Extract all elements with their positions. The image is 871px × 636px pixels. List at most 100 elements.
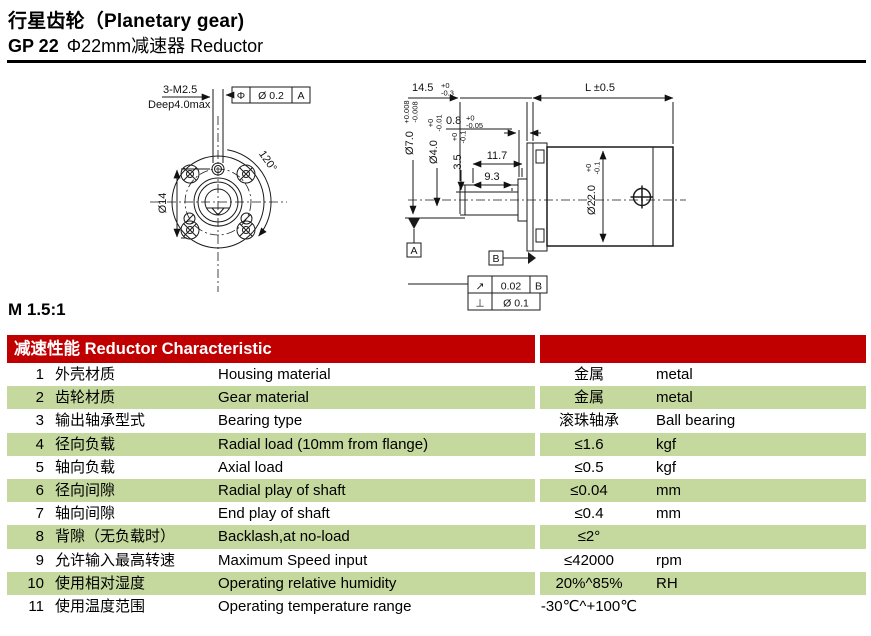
svg-text:-0.05: -0.05 [466,121,483,130]
spec-unit: RH [656,574,678,592]
output-shaft [204,188,232,216]
spec-name-zh: 背隙（无负载时） [55,528,176,546]
table-row: 3 输出轴承型式 Bearing type 滚珠轴承 Ball bearing [7,409,866,432]
front-length-dim: 14.5 [412,82,433,94]
bolt-circle-dia: Ø14 [157,193,169,214]
table-row: 6 径向间隙 Radial play of shaft ≤0.04 mm [7,478,866,503]
row-number: 11 [28,597,44,615]
subtitle-text: Φ22mm减速器 Reductor [66,36,264,56]
spec-value: ≤0.4 [574,505,604,523]
page-title: 行星齿轮（Planetary gear) [8,11,245,32]
page-subtitle: GP 22 Φ22mm减速器 Reductor [8,32,263,58]
row-number: 3 [35,412,44,430]
position-datum: A [297,90,304,102]
row-number: 9 [35,551,44,569]
thread-depth: Deep4.0max [148,99,211,111]
spec-table: 减速性能 Reductor Characteristic 1 外壳材质 Hous… [7,335,866,618]
svg-text:0.02: 0.02 [501,281,522,293]
spec-name-en: Maximum Speed input [218,551,368,569]
tapped-hole [240,212,253,225]
spec-unit: mm [656,481,681,499]
table-row: 9 允许输入最高转速 Maximum Speed input ≤42000 rp… [7,549,866,572]
spec-value: -30℃^+100℃ [540,597,638,615]
perpendicularity-symbol-icon: ⊥ [475,298,484,310]
screw-head-icon [630,185,654,209]
spec-name-zh: 允许输入最高转速 [55,551,176,569]
model-number: GP 22 [8,36,59,56]
row-number: 1 [35,366,44,383]
datum-b-flag: B [488,250,536,266]
spec-name-zh: 输出轴承型式 [55,412,146,430]
tapped-hole [183,212,196,225]
spec-name-en: Backlash,at no-load [218,528,350,546]
gdt-runout-frame: ↗ 0.02 B [408,275,548,294]
svg-text:+0: +0 [426,119,435,128]
row-number: 7 [35,505,44,523]
spec-unit: rpm [656,551,682,569]
output-shaft-section [456,184,518,216]
table-row: 7 轴向间隙 End play of shaft ≤0.4 mm [7,502,866,525]
mounting-hole [236,220,256,240]
svg-text:-0.008: -0.008 [411,101,420,122]
flange-outline [171,155,265,249]
bolt-circle [184,168,252,236]
spec-value: 20%^85% [555,574,623,592]
spec-unit [650,525,866,548]
spec-value: ≤2° [577,528,601,546]
svg-text:-0.3: -0.3 [441,89,454,98]
svg-text:-0.01: -0.01 [435,114,444,131]
table-row: 11 使用温度范围 Operating temperature range -3… [7,595,866,618]
table-row: 1 外壳材质 Housing material 金属 metal [7,363,866,386]
datum-a-flag: A [406,218,422,258]
mounting-hole [180,220,200,240]
spec-value: 金属 [573,389,604,407]
spec-name-en: Bearing type [218,412,303,430]
dim-11-7: 11.7 [487,150,508,162]
spec-value: ≤0.5 [574,458,604,476]
svg-text:+0.008: +0.008 [402,100,411,123]
spec-unit: metal [656,366,693,383]
table-row: 4 径向负载 Radial load (10mm from flange) ≤1… [7,432,866,456]
svg-text:B: B [492,253,499,265]
spec-name-en: Housing material [218,366,331,383]
table-row: 2 齿轮材质 Gear material 金属 metal [7,386,866,410]
side-view: Ø22.0 +0 -0.1 14.5 +0 -0.3 L ±0.5 0.8 +0… [402,81,686,311]
mounting-hole [180,164,200,184]
scale-label: M 1.5:1 [8,300,66,319]
shaft-collar [517,178,528,222]
table-header: 减速性能 Reductor Characteristic [7,335,866,363]
svg-text:-0.1: -0.1 [459,131,468,144]
svg-text:+0: +0 [466,114,475,123]
svg-text:+0: +0 [450,133,459,142]
spec-value: 滚珠轴承 [558,412,619,430]
front-plate [526,142,548,252]
body-length-dim: L ±0.5 [585,82,615,94]
svg-text:B: B [535,281,542,293]
gdt-position-frame: Φ Ø 0.2 A [231,86,311,104]
tapped-hole [211,162,225,176]
row-number: 2 [35,389,44,407]
thread-callout: 3-M2.5 [163,84,197,96]
svg-text:-0.1: -0.1 [593,162,602,175]
spec-name-zh: 轴向间隙 [55,505,116,523]
spec-unit [650,595,866,618]
spec-name-zh: 径向负载 [55,435,116,453]
front-view: 3-M2.5 Deep4.0max Φ Ø 0.2 A Ø14 120° [148,84,311,292]
svg-text:Ø 0.1: Ø 0.1 [503,298,529,310]
spec-unit: metal [656,389,693,407]
spec-unit: mm [656,505,681,523]
motor-body [546,146,674,247]
title-divider [7,60,866,63]
svg-text:A: A [410,245,417,257]
angle-dimension: 120° [256,149,279,175]
row-number: 5 [35,458,44,476]
spec-name-zh: 轴向负载 [55,458,116,476]
table-row: 5 轴向负载 Axial load ≤0.5 kgf [7,456,866,479]
dim-9-3: 9.3 [484,171,499,183]
spec-name-en: Axial load [218,458,284,476]
spec-name-en: Gear material [218,389,309,407]
pinion-dia: Ø4.0 [428,140,440,164]
mounting-hole [236,164,256,184]
row-number: 10 [27,574,44,592]
row-number: 8 [35,528,44,546]
